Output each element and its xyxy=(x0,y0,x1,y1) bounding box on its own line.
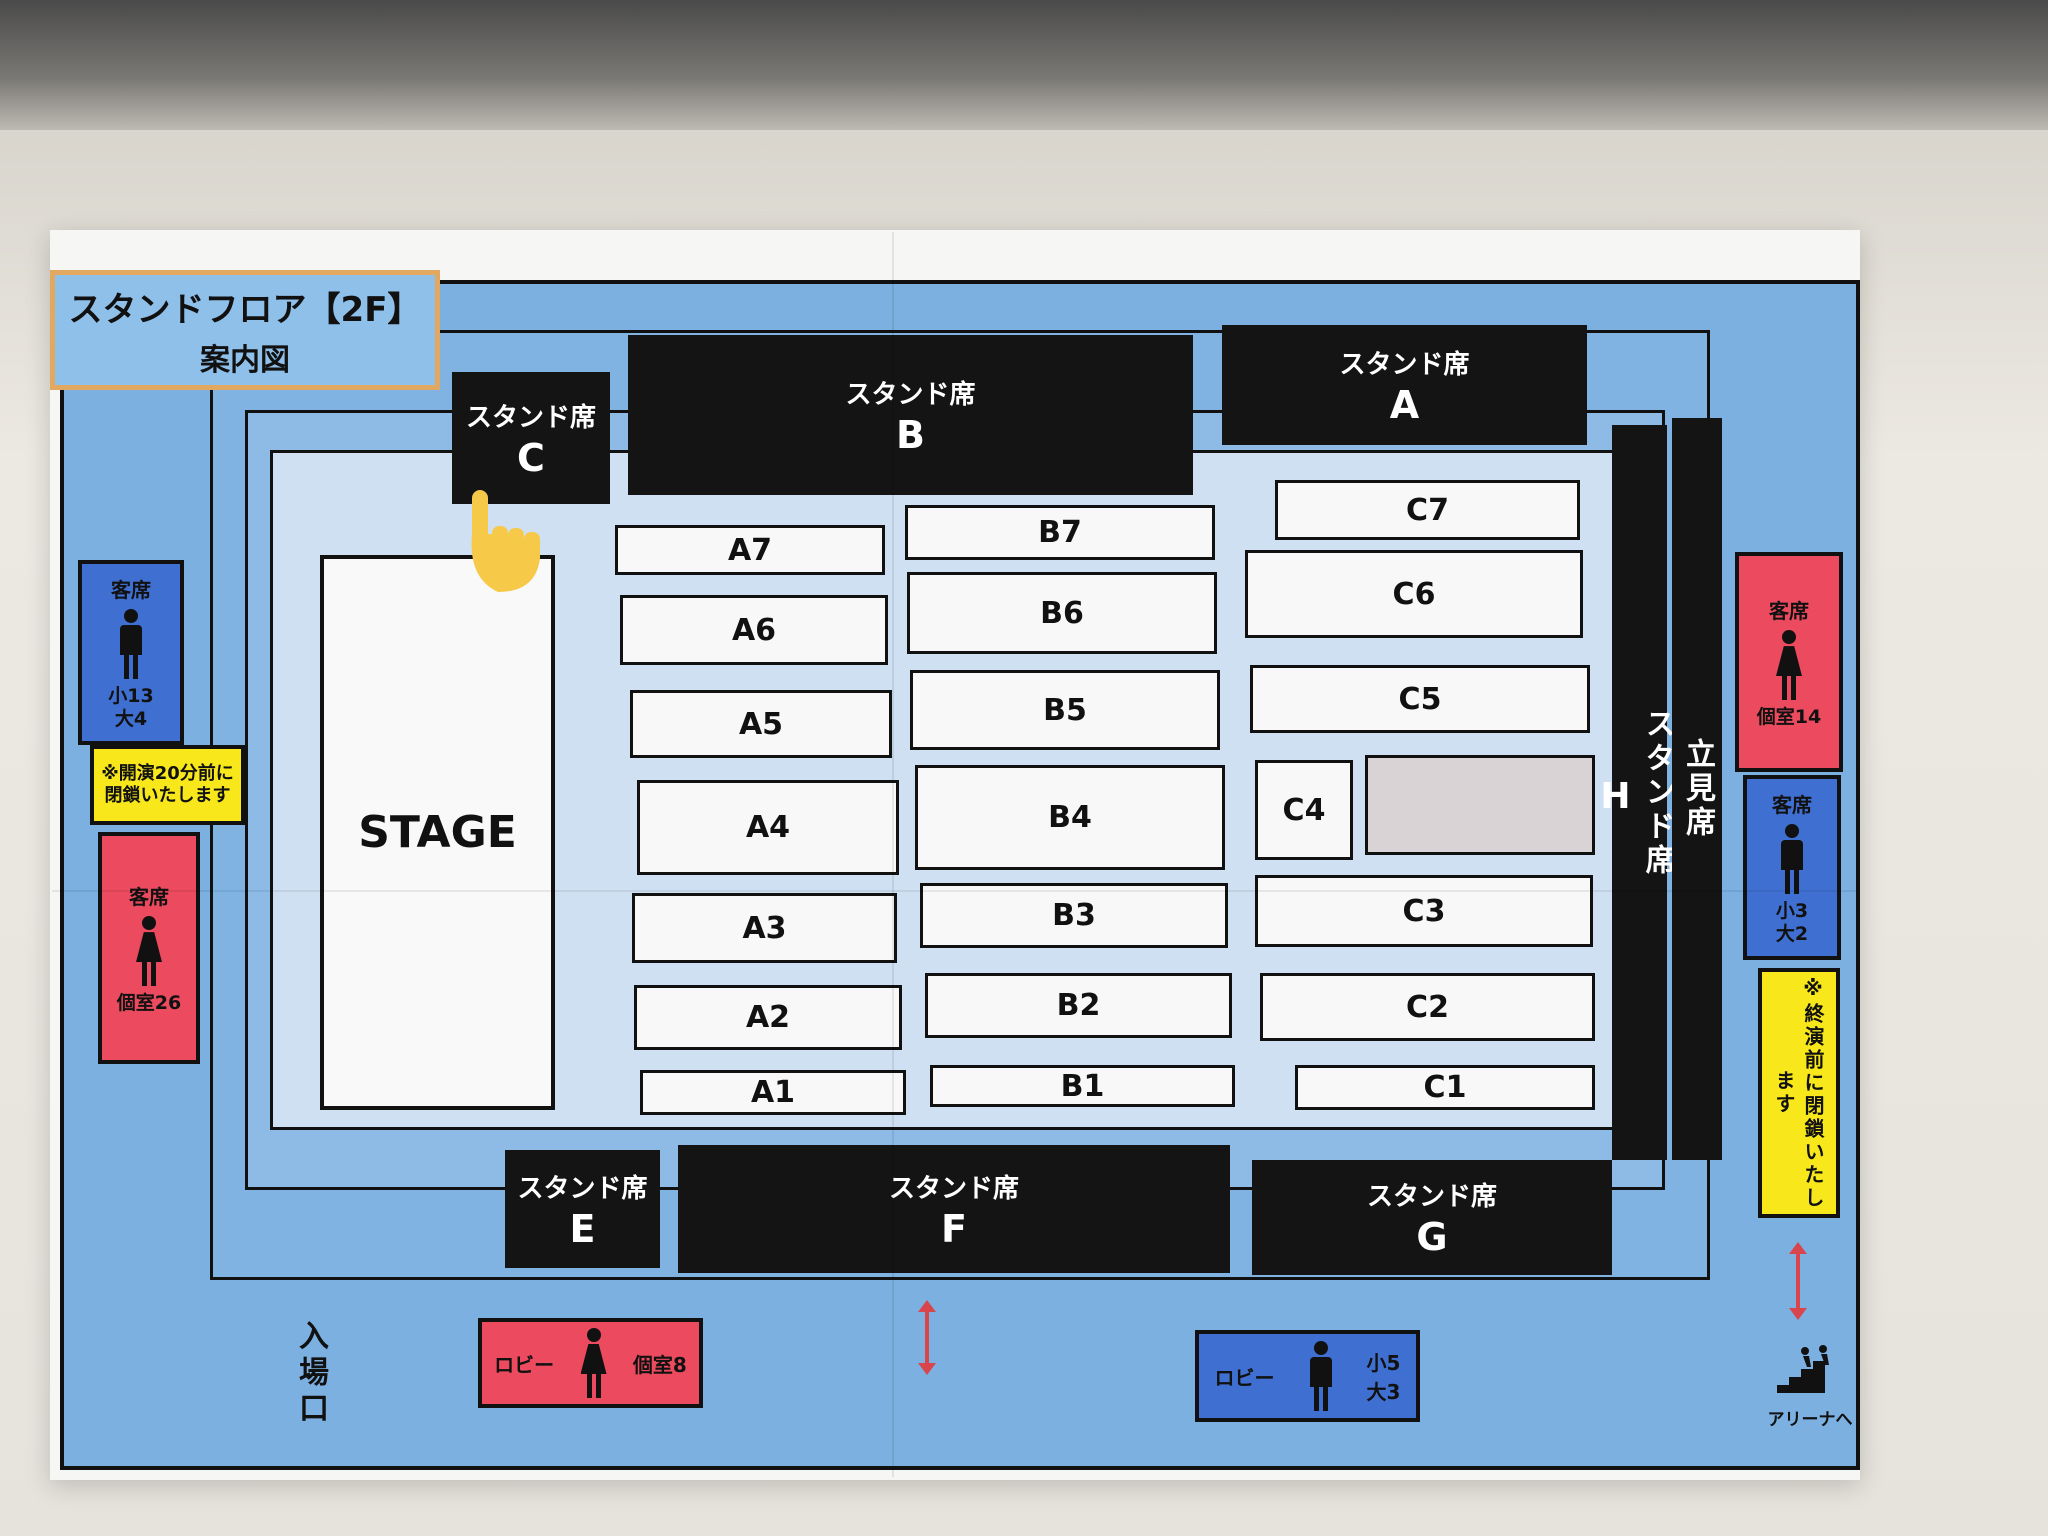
stand-a: スタンド席 A xyxy=(1222,325,1587,445)
block-a5: A5 xyxy=(630,690,892,758)
stand-f-label: スタンド席 xyxy=(888,1173,1019,1204)
restroom-right-men: 客席 小3 大2 xyxy=(1743,775,1841,960)
lobby-men-large: 大3 xyxy=(1366,1380,1401,1404)
entrance-label: 入場口 xyxy=(293,1320,328,1428)
block-a6: A6 xyxy=(620,595,888,665)
stand-b-letter: B xyxy=(896,412,925,457)
pointing-hand-icon xyxy=(471,490,540,592)
lobby-men-counts: 小5 大3 xyxy=(1367,1347,1401,1405)
stand-e: スタンド席 E xyxy=(505,1150,660,1268)
stand-e-letter: E xyxy=(569,1206,596,1251)
block-a1: A1 xyxy=(640,1070,906,1115)
stand-g: スタンド席 G xyxy=(1252,1160,1612,1275)
block-c4-closed-area xyxy=(1365,755,1595,855)
standing-area-label: 立見席 xyxy=(1680,738,1715,840)
restroom-right-men-small: 小3 xyxy=(1775,900,1809,923)
male-icon xyxy=(116,609,146,680)
stairs-icon xyxy=(1777,1345,1829,1393)
lobby-men-small: 小5 xyxy=(1366,1351,1401,1375)
stand-h-label: スタンド席 xyxy=(1639,707,1675,878)
standing-area: 立見席 xyxy=(1672,418,1722,1160)
block-c7: C7 xyxy=(1275,480,1580,540)
poster-fold-line xyxy=(892,232,894,1477)
notice-right: ※終演前に閉鎖いたします xyxy=(1758,968,1840,1218)
stand-c-label: スタンド席 xyxy=(465,402,596,433)
female-icon xyxy=(1774,630,1804,701)
stand-f-letter: F xyxy=(941,1206,967,1251)
stand-a-label: スタンド席 xyxy=(1339,349,1470,380)
male-icon xyxy=(1306,1341,1336,1411)
restroom-left-women: 客席 個室26 xyxy=(98,832,200,1064)
stand-b-label: スタンド席 xyxy=(845,379,976,410)
block-a3: A3 xyxy=(632,893,897,963)
block-c5: C5 xyxy=(1250,665,1590,733)
restroom-right-men-large: 大2 xyxy=(1775,923,1809,945)
block-a7: A7 xyxy=(615,525,885,575)
block-b7: B7 xyxy=(905,505,1215,560)
poster-fold-line xyxy=(52,890,1857,892)
restroom-left-men-title: 客席 xyxy=(111,578,151,603)
restroom-left-men: 客席 小13 大4 xyxy=(78,560,184,745)
map-title-box: スタンドフロア【2F】 案内図 xyxy=(50,270,440,390)
lobby-women-label: ロビー xyxy=(494,1352,555,1377)
stand-h-letter: H xyxy=(1600,776,1635,817)
restroom-right-women-rooms: 個室14 xyxy=(1756,706,1822,729)
stand-e-label: スタンド席 xyxy=(517,1173,648,1204)
restroom-right-women: 客席 個室14 xyxy=(1735,552,1843,772)
block-c1: C1 xyxy=(1295,1065,1595,1110)
block-c2: C2 xyxy=(1260,973,1595,1041)
lobby-women-rooms: 個室8 xyxy=(632,1352,687,1377)
passage-arrow-icon xyxy=(918,1300,936,1375)
restroom-right-women-title: 客席 xyxy=(1769,599,1809,624)
stand-a-letter: A xyxy=(1389,382,1420,427)
stand-h: スタンド席 H xyxy=(1600,425,1675,1160)
restroom-right-men-title: 客席 xyxy=(1772,793,1812,818)
stand-f: スタンド席 F xyxy=(678,1145,1230,1273)
block-b1: B1 xyxy=(930,1065,1235,1107)
block-c3: C3 xyxy=(1255,875,1593,947)
map-title: スタンドフロア【2F】 xyxy=(68,289,422,330)
stand-b: スタンド席 B xyxy=(628,335,1193,495)
block-a4: A4 xyxy=(637,780,899,875)
lobby-women: ロビー 個室8 xyxy=(478,1318,703,1408)
restroom-left-men-large: 大4 xyxy=(114,708,148,730)
stand-g-label: スタンド席 xyxy=(1366,1182,1497,1212)
stand-g-letter: G xyxy=(1416,1215,1448,1259)
restroom-left-women-title: 客席 xyxy=(129,885,169,910)
block-b4: B4 xyxy=(915,765,1225,870)
block-c4: C4 xyxy=(1255,760,1353,860)
block-c6: C6 xyxy=(1245,550,1583,638)
ceiling xyxy=(0,0,2048,130)
block-b2: B2 xyxy=(925,973,1232,1038)
male-icon xyxy=(1777,824,1807,895)
stand-c-letter: C xyxy=(517,435,545,480)
block-b6: B6 xyxy=(907,572,1217,654)
female-icon xyxy=(579,1328,609,1398)
stand-c: スタンド席 C xyxy=(452,372,610,504)
restroom-left-women-rooms: 個室26 xyxy=(116,992,182,1015)
lobby-men: ロビー 小5 大3 xyxy=(1195,1330,1420,1422)
female-icon xyxy=(134,916,164,987)
map-subtitle: 案内図 xyxy=(200,342,290,378)
arena-label: アリーナへ xyxy=(1767,1410,1853,1430)
lobby-men-label: ロビー xyxy=(1214,1365,1275,1390)
passage-arrow-icon xyxy=(1789,1242,1807,1320)
block-b5: B5 xyxy=(910,670,1220,750)
restroom-left-men-small: 小13 xyxy=(108,685,154,708)
stage: STAGE xyxy=(320,555,555,1110)
block-a2: A2 xyxy=(634,985,902,1050)
notice-left: ※開演20分前に閉鎖いたします xyxy=(90,745,245,825)
block-b3: B3 xyxy=(920,883,1228,948)
